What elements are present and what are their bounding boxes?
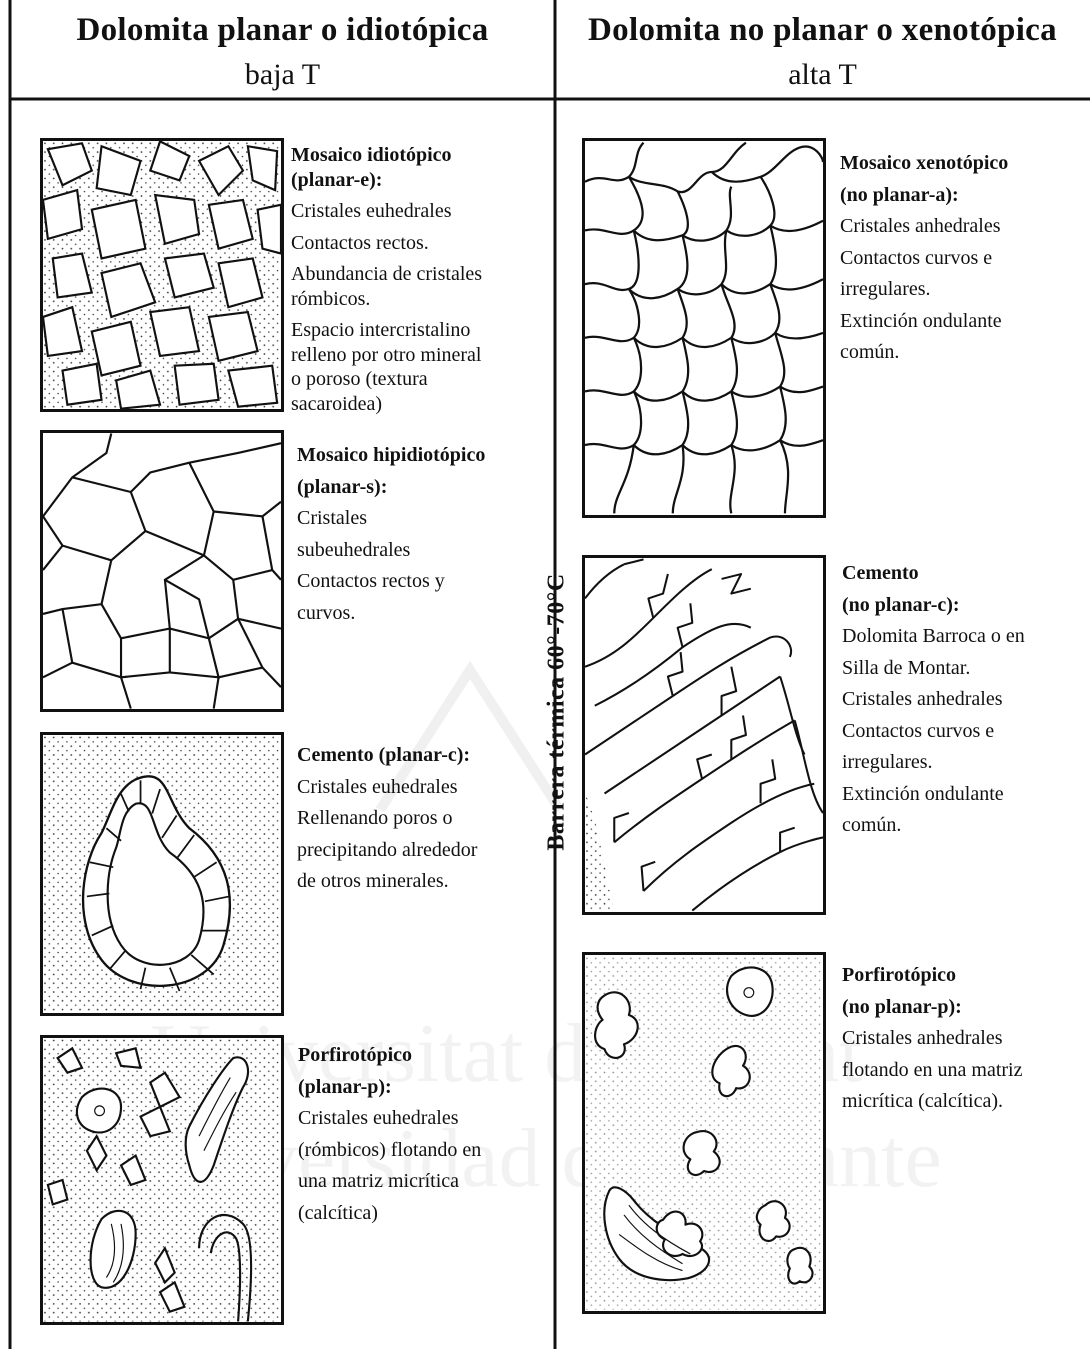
idiotopic-mosaic-title: Mosaico idiotópico [291, 143, 541, 168]
idiotopic-line-1: Cristales euhedrales [291, 199, 541, 224]
nonplanar-porphyrotopic-line-3: micrítica (calcítica). [842, 1086, 1087, 1118]
xenotopic-line-1: Cristales anhedrales [840, 211, 1085, 243]
planar-cement-line-3: precipitando alrededor [297, 835, 547, 867]
panel-nonplanar-porphyrotopic [582, 952, 826, 1314]
planar-cement-title: Cemento (planar-c): [297, 740, 547, 772]
hipidiotopic-mosaic-description: Mosaico hipidiotópico (planar-s): Crista… [297, 440, 547, 629]
nonplanar-porphyrotopic-drawing [585, 955, 823, 1311]
planar-cement-line-1: Cristales euhedrales [297, 772, 547, 804]
nonplanar-porphyrotopic-description: Porfirotópico (no planar-p): Cristales a… [842, 960, 1087, 1118]
nonplanar-cement-description: Cemento (no planar-c): Dolomita Barroca … [842, 558, 1087, 842]
xenotopic-line-3: irregulares. [840, 274, 1085, 306]
nonplanar-cement-line-1: Dolomita Barroca o en [842, 621, 1087, 653]
nonplanar-cement-line-6: Extinción ondulante [842, 779, 1087, 811]
nonplanar-porphyrotopic-line-2: flotando en una matriz [842, 1055, 1087, 1087]
hipidiotopic-line-4: curvos. [297, 598, 547, 630]
panel-planar-porphyrotopic [40, 1035, 284, 1325]
idiotopic-line-3: Abundancia de cristales [291, 262, 541, 287]
left-column-subtitle: baja T [10, 58, 555, 92]
right-column-subtitle: alta T [555, 58, 1090, 92]
planar-porphyrotopic-description: Porfirotópico (planar-p): Cristales euhe… [298, 1040, 548, 1229]
planar-porphyrotopic-title-2: (planar-p): [298, 1072, 548, 1104]
xenotopic-line-2: Contactos curvos e [840, 243, 1085, 275]
idiotopic-mosaic-description: Mosaico idiotópico (planar-e): Cristales… [291, 143, 541, 416]
nonplanar-cement-line-4: Contactos curvos e [842, 716, 1087, 748]
planar-porphyrotopic-line-2: (rómbicos) flotando en [298, 1135, 548, 1167]
hipidiotopic-line-3: Contactos rectos y [297, 566, 547, 598]
xenotopic-title-2: (no planar-a): [840, 180, 1085, 212]
nonplanar-porphyrotopic-line-1: Cristales anhedrales [842, 1023, 1087, 1055]
planar-cement-description: Cemento (planar-c): Cristales euhedrales… [297, 740, 547, 898]
xenotopic-mosaic-drawing [585, 141, 823, 515]
idiotopic-mosaic-title-2: (planar-e): [291, 168, 541, 193]
nonplanar-cement-line-7: común. [842, 810, 1087, 842]
panel-planar-cement [40, 732, 284, 1016]
nonplanar-porphyrotopic-title-2: (no planar-p): [842, 992, 1087, 1024]
hipidiotopic-mosaic-drawing [43, 433, 281, 709]
xenotopic-title: Mosaico xenotópico [840, 148, 1085, 180]
nonplanar-cement-title-2: (no planar-c): [842, 590, 1087, 622]
planar-porphyrotopic-line-4: (calcítica) [298, 1198, 548, 1230]
thermal-barrier-label: Barrera térmica 60°-70°C [544, 573, 571, 850]
panel-xenotopic-mosaic [582, 138, 826, 518]
nonplanar-porphyrotopic-title: Porfirotópico [842, 960, 1087, 992]
hipidiotopic-title: Mosaico hipidiotópico [297, 440, 547, 472]
panel-hipidiotopic-mosaic [40, 430, 284, 712]
xenotopic-line-4: Extinción ondulante [840, 306, 1085, 338]
idiotopic-line-7: o poroso (textura [291, 367, 541, 392]
planar-porphyrotopic-drawing [43, 1038, 281, 1322]
xenotopic-mosaic-description: Mosaico xenotópico (no planar-a): Crista… [840, 148, 1085, 369]
xenotopic-line-5: común. [840, 337, 1085, 369]
hipidiotopic-title-2: (planar-s): [297, 472, 547, 504]
planar-cement-line-2: Rellenando poros o [297, 803, 547, 835]
nonplanar-cement-line-3: Cristales anhedrales [842, 684, 1087, 716]
planar-porphyrotopic-line-3: una matriz micrítica [298, 1166, 548, 1198]
panel-nonplanar-cement [582, 555, 826, 915]
idiotopic-line-4: rómbicos. [291, 287, 541, 312]
idiotopic-line-2: Contactos rectos. [291, 231, 541, 256]
idiotopic-line-5: Espacio intercristalino [291, 318, 541, 343]
left-column-title: Dolomita planar o idiotópica [10, 12, 555, 49]
hipidiotopic-line-2: subeuhedrales [297, 535, 547, 567]
nonplanar-cement-title: Cemento [842, 558, 1087, 590]
nonplanar-cement-drawing [585, 558, 823, 912]
idiotopic-line-8: sacaroidea) [291, 392, 541, 417]
planar-porphyrotopic-title: Porfirotópico [298, 1040, 548, 1072]
nonplanar-cement-line-2: Silla de Montar. [842, 653, 1087, 685]
panel-idiotopic-mosaic [40, 138, 284, 412]
idiotopic-mosaic-drawing [43, 141, 281, 409]
hipidiotopic-line-1: Cristales [297, 503, 547, 535]
right-column-title: Dolomita no planar o xenotópica [555, 12, 1090, 49]
planar-porphyrotopic-line-1: Cristales euhedrales [298, 1103, 548, 1135]
planar-cement-drawing [43, 735, 281, 1013]
idiotopic-line-6: relleno por otro mineral [291, 343, 541, 368]
planar-cement-line-4: de otros minerales. [297, 866, 547, 898]
nonplanar-cement-line-5: irregulares. [842, 747, 1087, 779]
